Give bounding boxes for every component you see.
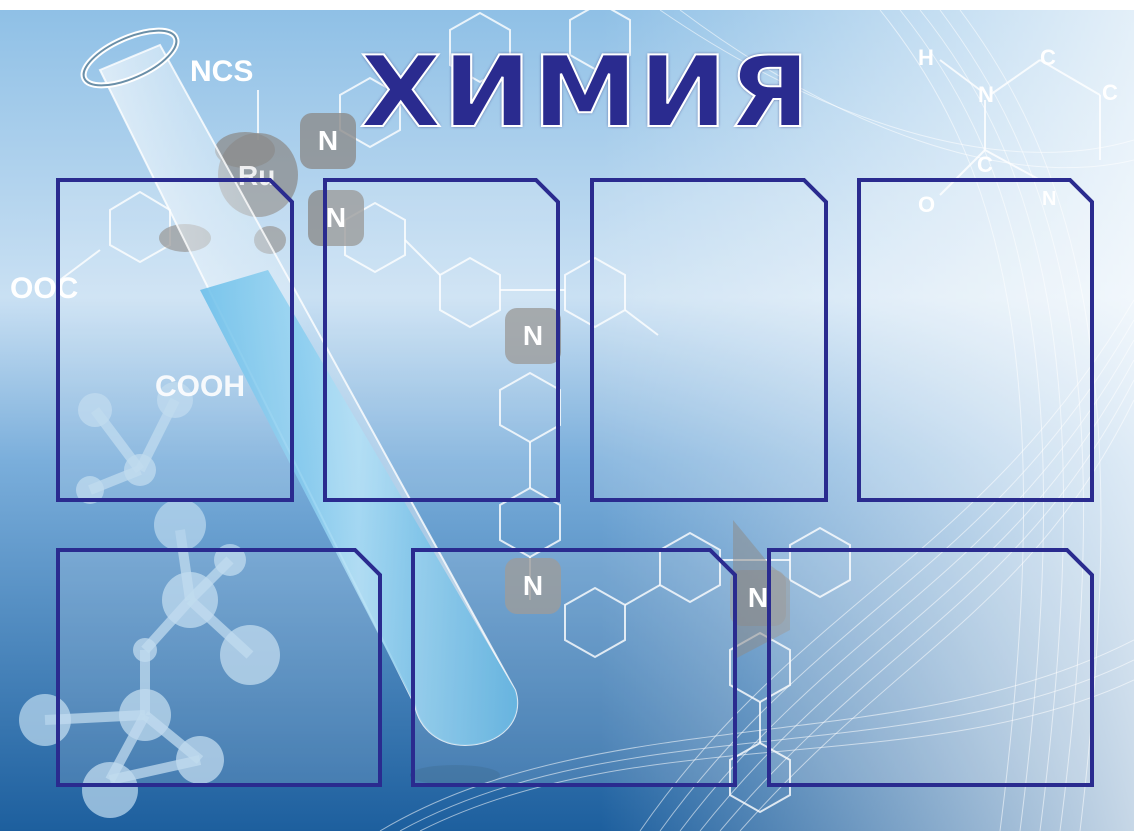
label-cooh: COOH — [155, 370, 245, 403]
badge-n-1: N — [300, 113, 356, 169]
label-c-top: C — [1040, 45, 1056, 70]
label-n-small: N — [1042, 188, 1057, 210]
label-h: H — [918, 45, 934, 70]
label-ncs: NCS — [190, 55, 254, 88]
pocket-top-3[interactable] — [590, 178, 828, 502]
badge-n-2: N — [308, 190, 364, 246]
pocket-top-1[interactable] — [56, 178, 294, 502]
label-ooc: OOC — [10, 272, 79, 305]
label-c-right: C — [1102, 80, 1118, 105]
pocket-top-4[interactable] — [857, 178, 1094, 502]
badge-n-3: N — [505, 308, 561, 364]
pocket-bottom-3[interactable] — [767, 548, 1094, 787]
label-c-mid: C — [977, 152, 993, 177]
label-o: O — [918, 192, 936, 217]
badge-n-4: N — [505, 558, 561, 614]
label-n-right: N — [978, 82, 994, 107]
label-ru: Ru — [238, 160, 276, 191]
pocket-top-2[interactable] — [323, 178, 560, 502]
pocket-bottom-2[interactable] — [411, 548, 737, 787]
badge-n-5: N — [730, 570, 786, 626]
pocket-bottom-1[interactable] — [56, 548, 382, 787]
board-title: ХИМИЯ — [359, 36, 811, 150]
